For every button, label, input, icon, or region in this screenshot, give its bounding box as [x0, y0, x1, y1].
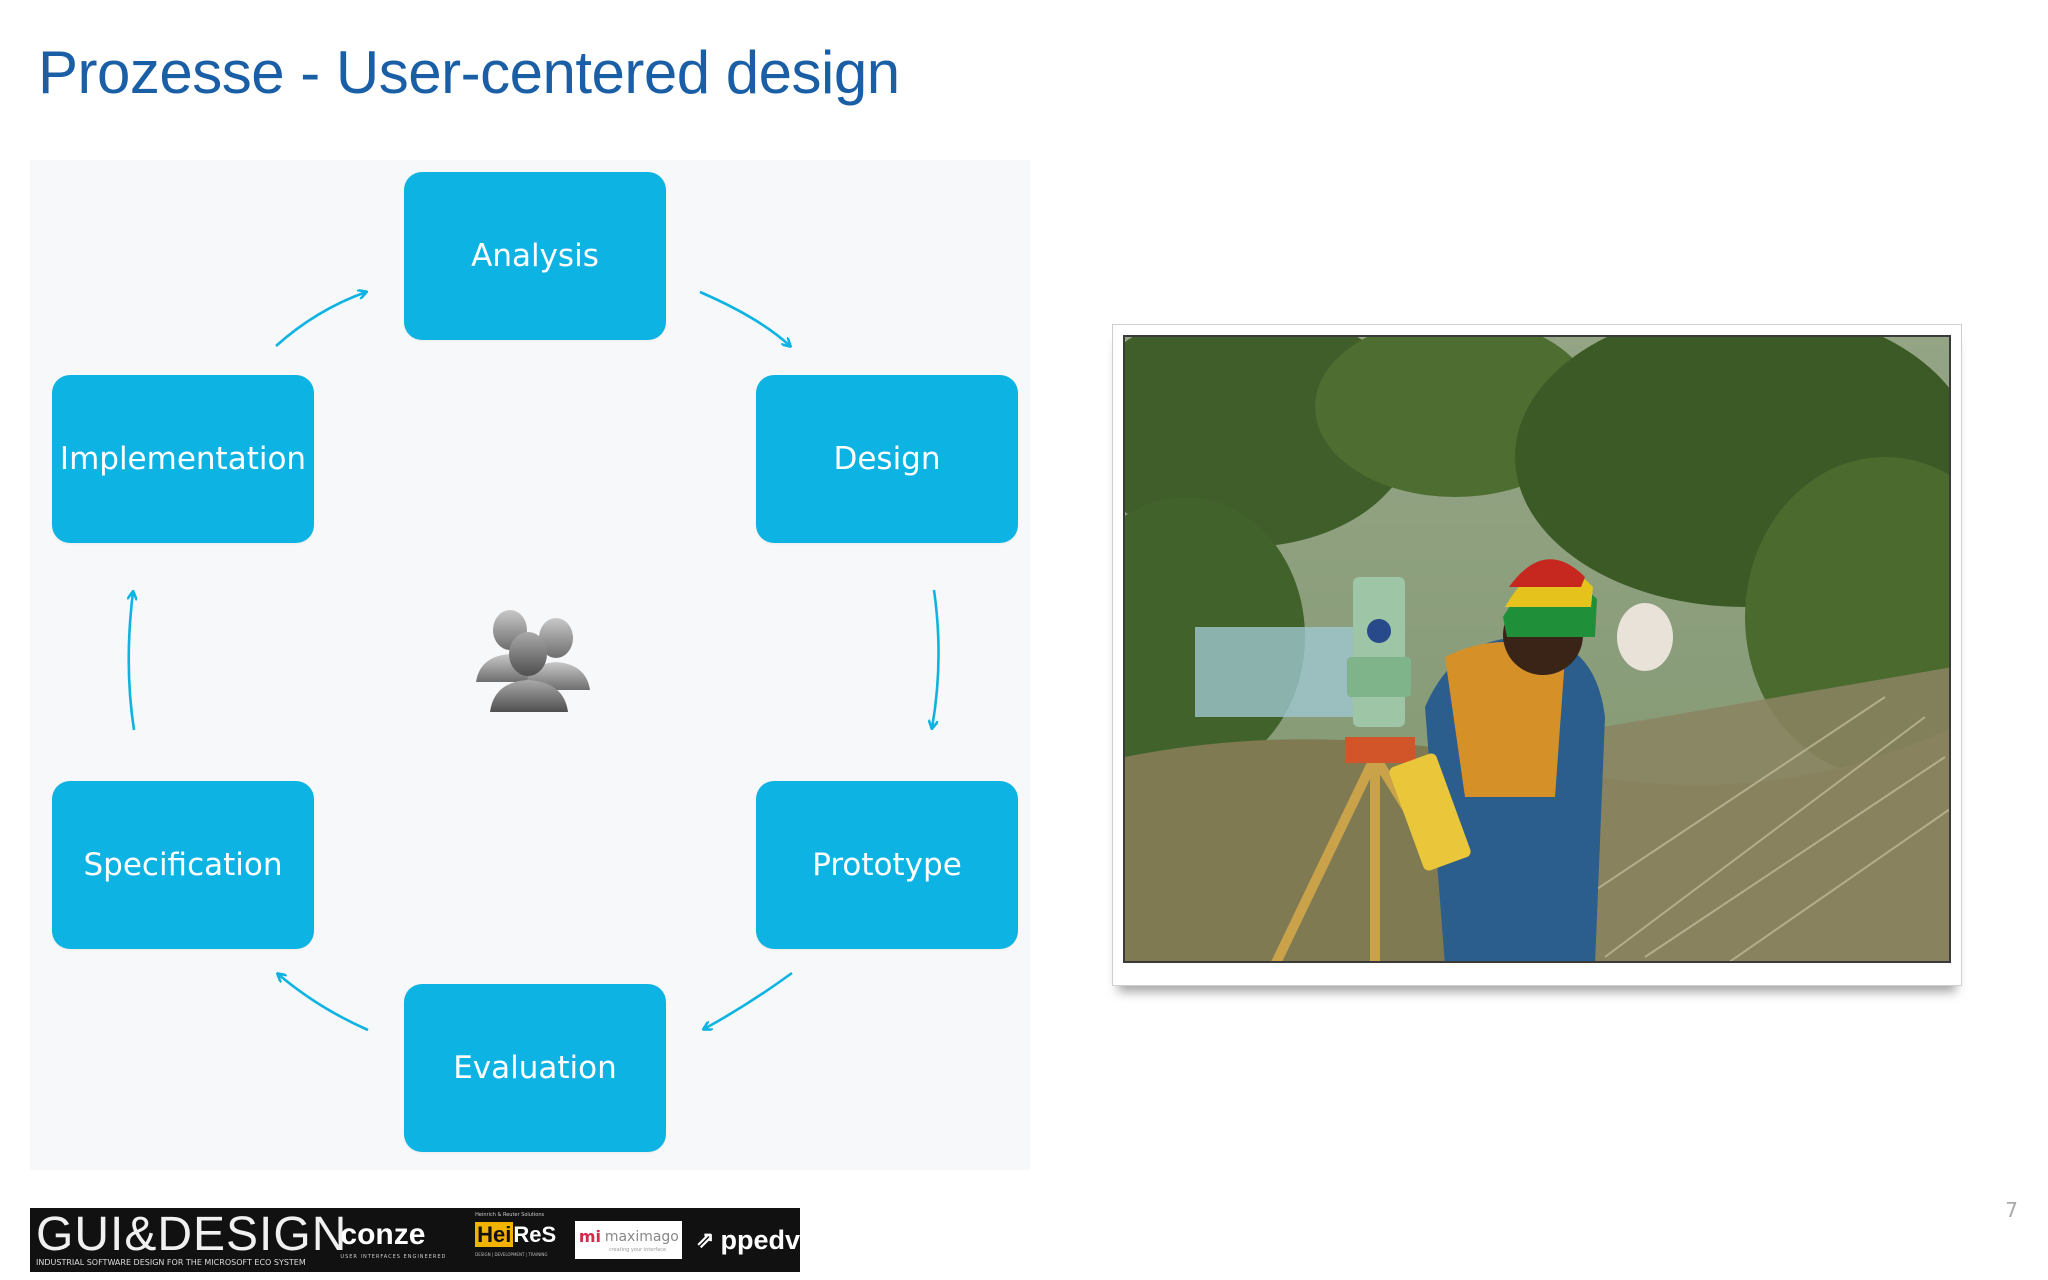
arrow-evaluation-to-specification [278, 974, 369, 1032]
arrow-analysis-to-design [699, 290, 790, 346]
arrow-design-to-prototype [932, 589, 940, 728]
step-evaluation: Evaluation [404, 984, 666, 1152]
step-specification: Specification [52, 781, 314, 949]
external-link-icon: ⇗ [696, 1227, 715, 1252]
arrow-implementation-to-analysis [275, 292, 366, 347]
arrow-specification-to-implementation [129, 592, 134, 731]
photo-frame [1112, 324, 1962, 986]
step-prototype: Prototype [756, 781, 1018, 949]
ppedv-logo: ⇗ ppedv [696, 1224, 800, 1255]
arrow-prototype-to-evaluation [704, 971, 793, 1029]
conze-logo: conze USER INTERFACES ENGINEERED [340, 1218, 447, 1260]
step-design: Design [756, 375, 1018, 543]
users-icon [476, 610, 590, 712]
page-number: 7 [2005, 1198, 2018, 1222]
gui-design-logo: GUI&DESIGN INDUSTRIAL SOFTWARE DESIGN FO… [36, 1208, 348, 1268]
surveyor-illustration [1125, 337, 1949, 961]
maximago-logo: mi maximago creating your interface [574, 1221, 683, 1259]
surveyor-photo [1123, 335, 1951, 963]
step-analysis: Analysis [404, 172, 666, 340]
sponsor-logo-bar: GUI&DESIGN INDUSTRIAL SOFTWARE DESIGN FO… [30, 1208, 800, 1272]
slide-title: Prozesse - User-centered design [38, 39, 900, 106]
step-implementation: Implementation [52, 375, 314, 543]
heires-logo: Heinrich & Reuter Solutions HeiReS DESIG… [475, 1212, 557, 1257]
